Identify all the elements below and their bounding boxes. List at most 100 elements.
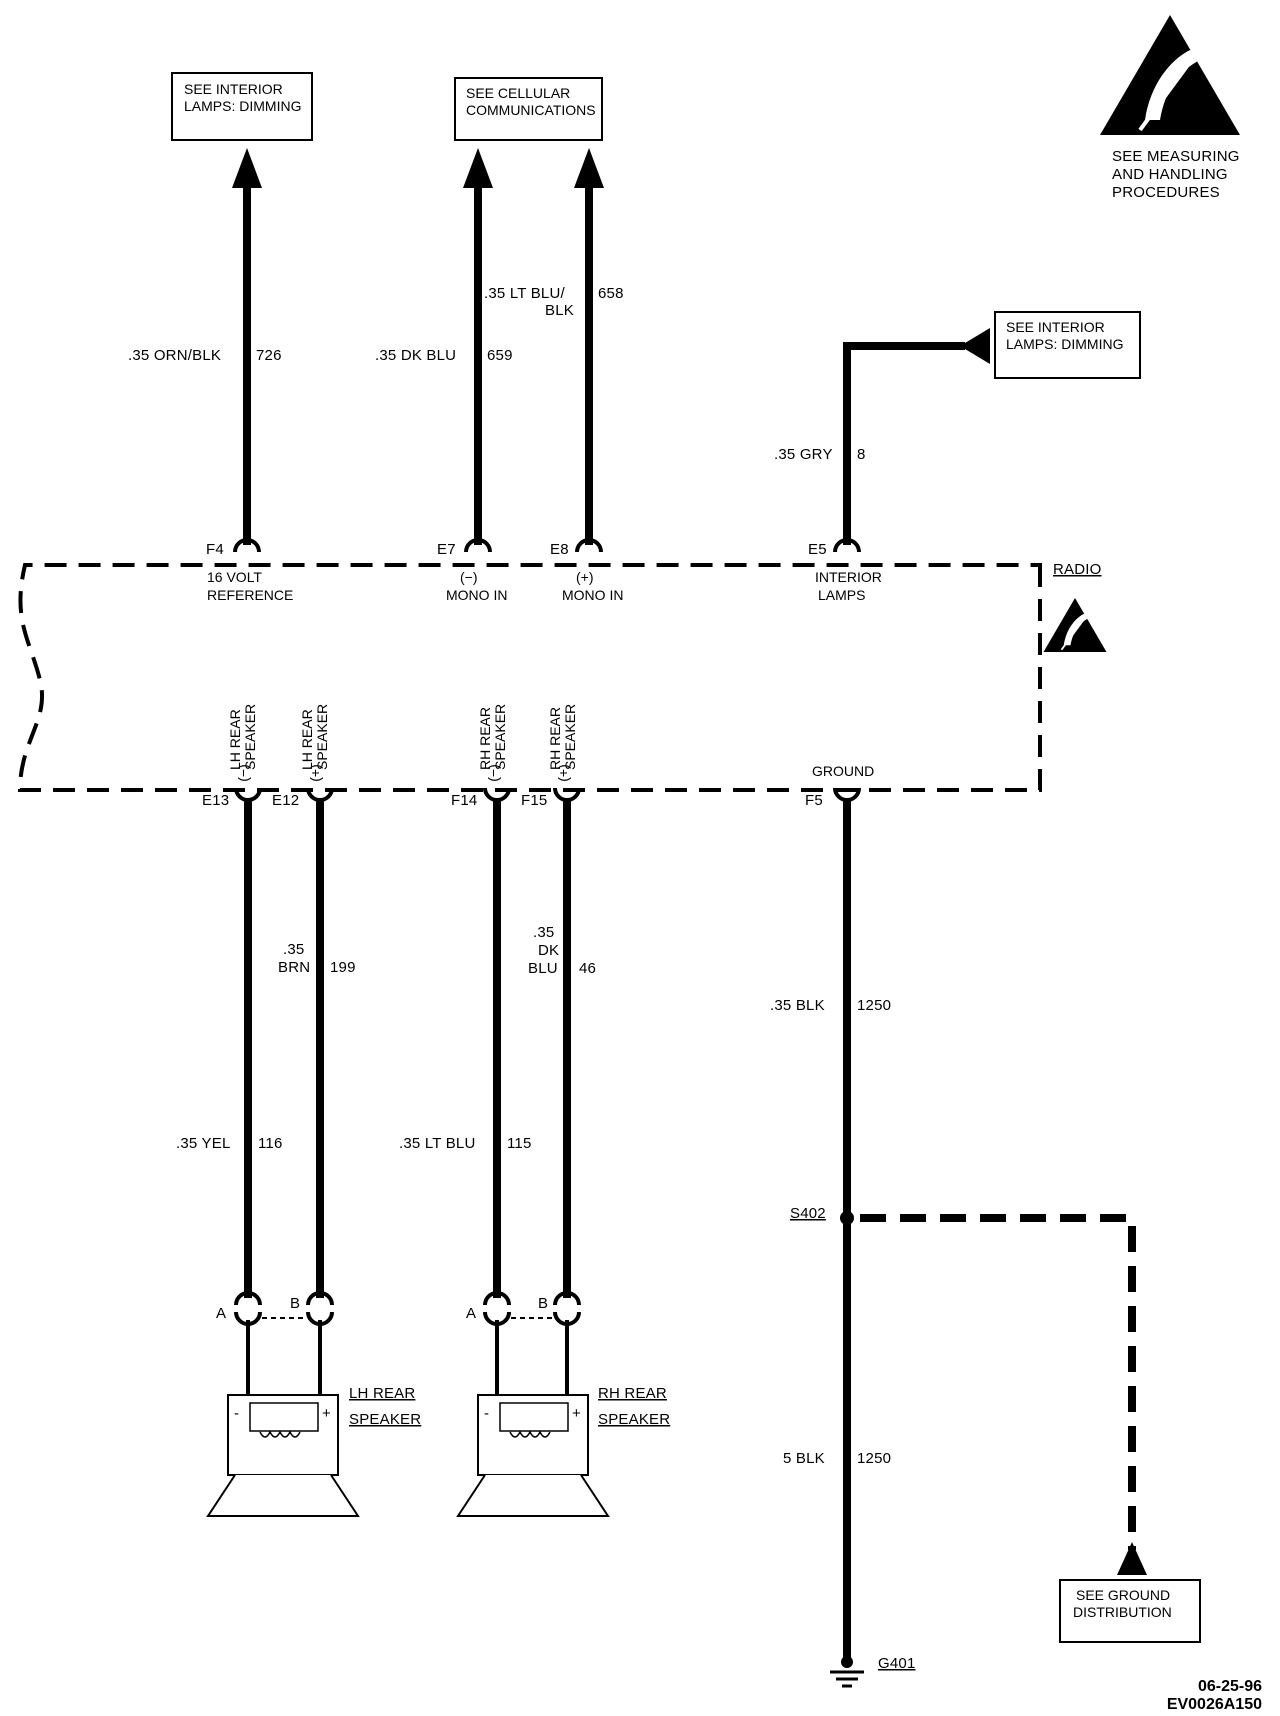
esd-notice-line3: PROCEDURES [1112, 184, 1220, 201]
svg-text:RH REAR: RH REAR [477, 707, 493, 770]
pin-f15-polarity: (+) [555, 764, 571, 782]
rh-speaker-name-1: RH REAR [598, 1385, 667, 1402]
pin-e5-label-2: LAMPS [818, 587, 865, 603]
wire-8-circuit: 8 [857, 446, 866, 463]
pin-f4-label-1: 16 VOLT [207, 569, 262, 585]
wire-1250a-circuit: 1250 [857, 997, 891, 1014]
ref-dimming-right-line2: LAMPS: DIMMING [1006, 336, 1123, 352]
pin-e8: E8 [550, 541, 569, 558]
radio-esd-icon [1042, 597, 1108, 653]
wire-116-circuit: 116 [258, 1135, 283, 1152]
wire-8-color: .35 GRY [774, 446, 833, 463]
wire-199-color: BRN [278, 959, 310, 976]
pin-e7: E7 [437, 541, 456, 558]
svg-text:LH REAR: LH REAR [227, 709, 243, 770]
lh-speaker-name-1: LH REAR [349, 1385, 415, 1402]
rh-connector-b-top [553, 1291, 581, 1306]
ref-dimming-top-line1: SEE INTERIOR [184, 81, 283, 97]
ref-dimming-right-line1: SEE INTERIOR [1006, 319, 1105, 335]
esd-notice-line1: SEE MEASURING [1112, 148, 1240, 165]
wire-658-circuit: 658 [598, 285, 624, 302]
wire-46-color-1: DK [538, 942, 559, 959]
wire-199-gauge: .35 [283, 941, 304, 958]
ref-cellular-line2: COMMUNICATIONS [466, 102, 596, 118]
svg-text:SPEAKER: SPEAKER [242, 704, 258, 770]
splice-label: S402 [790, 1205, 826, 1222]
ref-box-dimming-top[interactable]: SEE INTERIOR LAMPS: DIMMING [171, 72, 313, 141]
wire-1250a-color: .35 BLK [770, 997, 825, 1014]
radio-title: RADIO [1053, 561, 1102, 578]
pin-e13: E13 [202, 792, 229, 809]
arrow-left-8 [960, 328, 990, 364]
lh-pin-a: A [216, 1305, 226, 1322]
pin-f4-label-2: REFERENCE [207, 587, 293, 603]
wire-659-circuit: 659 [487, 347, 513, 364]
pin-f4: F4 [206, 541, 224, 558]
lh-plus: + [322, 1405, 331, 1422]
pin-f15: F15 [521, 792, 547, 809]
wire-659-color: .35 DK BLU [375, 347, 456, 364]
footer-date: 06-25-96 [1198, 1678, 1262, 1695]
pin-f14-polarity: (−) [485, 764, 501, 782]
arrow-up-659 [463, 148, 493, 188]
pin-f5: F5 [805, 792, 823, 809]
ref-box-cellular[interactable]: SEE CELLULAR COMMUNICATIONS [454, 77, 603, 141]
connector-e5 [833, 538, 861, 554]
wire-115-circuit: 115 [507, 1135, 532, 1152]
pin-e8-label-2: MONO IN [562, 587, 623, 603]
splice-s402 [840, 1211, 854, 1225]
wire-658-color-2: BLK [545, 302, 574, 319]
pin-e7-label-2: MONO IN [446, 587, 507, 603]
pin-e12: E12 [272, 792, 299, 809]
esd-warning-icon [1098, 13, 1242, 137]
ground-icon [830, 1670, 864, 1688]
wire-726-circuit: 726 [256, 347, 282, 364]
lh-speaker-icon [206, 1394, 360, 1517]
lh-connector-a-top [234, 1291, 262, 1306]
pin-e5-label-1: INTERIOR [815, 569, 882, 585]
footer-code: EV0026A150 [1167, 1696, 1262, 1713]
lh-connector-b-top [306, 1291, 334, 1306]
wire-ground-dist [860, 1214, 1136, 1550]
wire-115-color: .35 LT BLU [399, 1135, 476, 1152]
rh-pin-b: B [538, 1295, 548, 1312]
arrow-down-ground-dist [1117, 1542, 1147, 1575]
wire-46-color-2: BLU [528, 960, 558, 977]
rh-minus: - [484, 1405, 489, 1422]
ref-ground-line1: SEE GROUND [1076, 1587, 1170, 1603]
wire-116-color: .35 YEL [176, 1135, 231, 1152]
esd-notice-line2: AND HANDLING [1112, 166, 1228, 183]
svg-text:LH REAR: LH REAR [299, 709, 315, 770]
pin-f14: F14 [451, 792, 477, 809]
ground-point [841, 1656, 853, 1668]
rh-connector-a-top [483, 1291, 511, 1306]
rh-pin-a: A [466, 1305, 476, 1322]
ref-box-dimming-right[interactable]: SEE INTERIOR LAMPS: DIMMING [994, 311, 1141, 379]
lh-minus: - [234, 1405, 239, 1422]
pin-e12-polarity: (+) [307, 764, 323, 782]
pin-e12-function: LH REAR SPEAKER [299, 704, 330, 770]
wire-726-color: .35 ORN/BLK [128, 347, 221, 364]
rh-speaker-name-2: SPEAKER [598, 1411, 670, 1428]
wire-8 [843, 342, 965, 545]
pin-e5: E5 [808, 541, 827, 558]
svg-text:SPEAKER: SPEAKER [314, 704, 330, 770]
wire-46-circuit: 46 [579, 960, 596, 977]
rh-speaker-icon [456, 1394, 610, 1517]
connector-e7 [464, 538, 492, 554]
pin-e8-label-1: (+) [576, 569, 594, 585]
pin-e13-function: LH REAR SPEAKER [227, 704, 258, 770]
wire-1250b-circuit: 1250 [857, 1450, 891, 1467]
lh-pin-b: B [290, 1295, 300, 1312]
pin-f15-function: RH REAR SPEAKER [547, 704, 578, 770]
radio-outline [17, 563, 1042, 792]
ref-box-ground-dist[interactable]: SEE GROUND DISTRIBUTION [1059, 1579, 1201, 1643]
wire-1250b-color: 5 BLK [783, 1450, 825, 1467]
ground-label: G401 [878, 1655, 916, 1672]
pin-e7-label-1: (−) [460, 569, 478, 585]
pin-e13-polarity: (−) [235, 764, 251, 782]
rh-plus: + [572, 1405, 581, 1422]
arrow-up-726 [232, 148, 262, 188]
ref-ground-line2: DISTRIBUTION [1073, 1604, 1172, 1620]
